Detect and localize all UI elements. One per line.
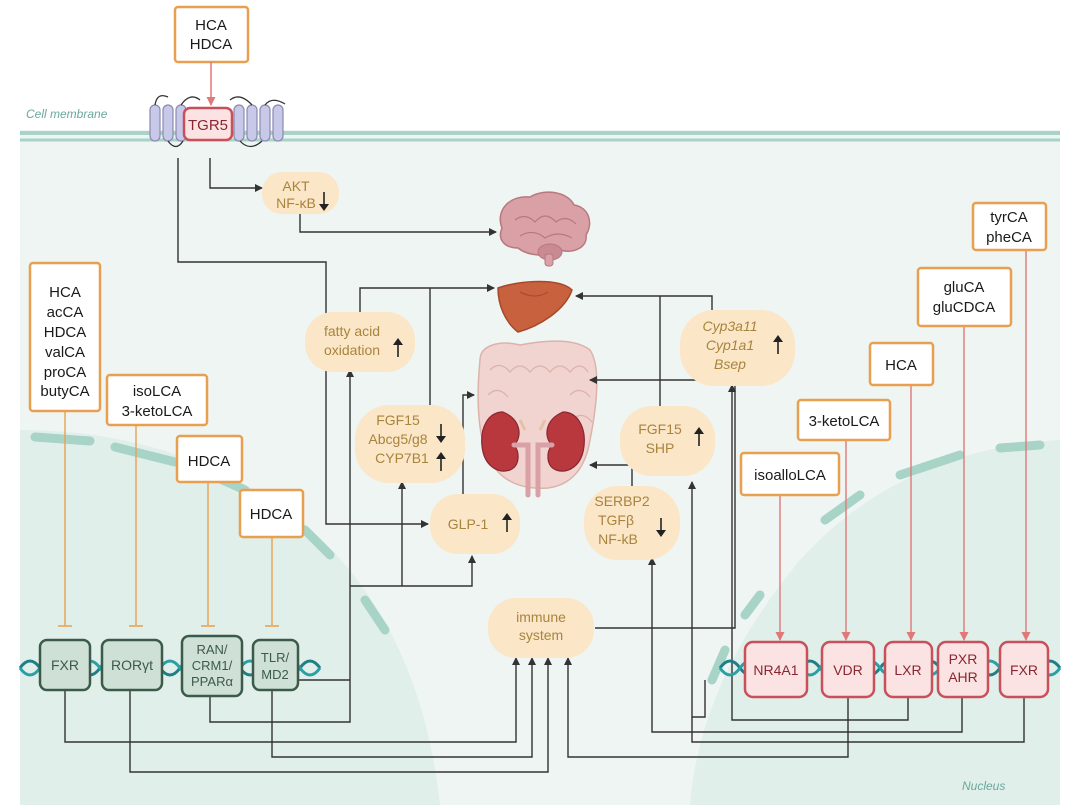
receptor-ran-label-1: RAN/: [196, 642, 227, 657]
ligand-box-rorgt: [105, 373, 209, 427]
ligand-fxr-left-6: butyCA: [40, 383, 89, 400]
effect-glp1-1: GLP-1: [448, 516, 489, 532]
receptor-tlr: [251, 638, 300, 692]
receptor-lxr-label: LXR: [894, 662, 921, 678]
tgr5-receptor: [182, 106, 234, 142]
effect-fatty-acid-2: oxidation: [324, 342, 380, 358]
receptor-lxr: [883, 640, 934, 699]
ligand-box-ran: [175, 434, 244, 484]
receptor-pxr-label-2: AHR: [948, 669, 978, 685]
effect-cyp-2: Cyp1a1: [706, 337, 754, 353]
ligand-fxr-left-2: acCA: [47, 304, 84, 321]
brain-icon: [499, 191, 591, 267]
inhibit-lines: [58, 410, 279, 627]
ligand-box-vdr: [796, 398, 892, 442]
ligand-vdr-1: 3-ketoLCA: [809, 413, 880, 430]
ligand-box-tlr: [238, 488, 305, 539]
receptor-ran-label-3: PPARα: [191, 674, 233, 689]
receptor-ran-label-2: CRM1/: [192, 658, 233, 673]
ligand-tgr5-1: HCA: [195, 17, 227, 34]
ligand-fxr-left-5: proCA: [44, 364, 87, 381]
ligand-box-lxr: [868, 341, 935, 387]
effect-fgf15-right-1: FGF15: [638, 421, 682, 437]
ligand-box-fxr-left: [28, 261, 102, 413]
receptor-vdr: [820, 640, 876, 699]
ligand-rorgt-2: 3-ketoLCA: [122, 403, 193, 420]
ligand-fxr-right-2: pheCA: [986, 229, 1032, 246]
receptor-fxr-left: [38, 638, 92, 692]
receptor-tlr-label-1: TLR/: [261, 650, 290, 665]
effect-akt-1: AKT: [282, 178, 310, 194]
ligand-fxr-left-3: HDCA: [44, 324, 87, 341]
ligand-pxr-1: gluCA: [944, 279, 985, 296]
tgr5-loops: [154, 94, 286, 148]
ligand-tgr5-2: HDCA: [190, 36, 233, 53]
effect-serbp2-1: SERBP2: [594, 493, 649, 509]
tgr5-label: TGR5: [188, 117, 228, 134]
ligand-nr4a1-1: isoalloLCA: [754, 467, 826, 484]
effect-cyp-3: Bsep: [714, 356, 746, 372]
up-arrow-icon: [436, 452, 446, 471]
receptor-vdr-label: VDR: [833, 662, 863, 678]
down-arrow-icon: [319, 192, 329, 211]
effect-immune-2: system: [519, 627, 563, 643]
receptor-pxr: [936, 640, 990, 699]
activate-arrows-right: [775, 250, 1031, 641]
liver-icon: [497, 280, 573, 333]
ligand-ran-1: HDCA: [188, 453, 231, 470]
ligand-pxr-2: gluCDCA: [933, 299, 996, 316]
up-arrow-icon: [694, 427, 704, 446]
ligand-fxr-right-1: tyrCA: [990, 209, 1028, 226]
effect-serbp2-2: TGFβ: [598, 512, 634, 528]
effect-serbp2-3: NF-kB: [598, 531, 638, 547]
receptor-rorgt: [100, 638, 164, 692]
ligand-tlr-1: HDCA: [250, 506, 293, 523]
pathway-lines: [64, 158, 1025, 773]
up-arrow-icon: [502, 513, 512, 532]
receptor-pxr-label-1: PXR: [949, 651, 978, 667]
effect-fgf15-left-1: FGF15: [376, 412, 420, 428]
down-arrow-icon: [656, 518, 666, 537]
ligand-box-fxr-right: [971, 201, 1048, 252]
kidney-icon: [481, 411, 585, 498]
receptor-ran: [180, 634, 244, 698]
receptor-rorgt-label: RORγt: [111, 657, 153, 673]
nuclear-pores-right: [707, 440, 1045, 685]
effect-immune-1: immune: [516, 609, 566, 625]
cell-membrane-label: Cell membrane: [26, 107, 108, 121]
nucleus-label: Nucleus: [962, 779, 1005, 793]
receptor-tlr-label-2: MD2: [261, 667, 288, 682]
ligand-fxr-left-1: HCA: [49, 284, 81, 301]
effect-akt-2: NF-κB: [276, 195, 316, 211]
ligand-box-tgr5: [173, 5, 250, 64]
receptor-nr4a1: [743, 640, 809, 699]
nucleus-envelope-left: [20, 430, 440, 805]
ligand-rorgt-1: isoLCA: [133, 383, 181, 400]
up-arrow-icon: [393, 338, 403, 357]
down-arrow-icon: [436, 424, 446, 443]
ligand-lxr-1: HCA: [885, 357, 917, 374]
ligand-fxr-left-4: valCA: [45, 344, 85, 361]
effect-cyp-1: Cyp3a11: [702, 318, 757, 334]
nucleus-envelope-right: [690, 440, 1060, 805]
ligand-box-pxr: [916, 266, 1013, 328]
receptor-fxr-right-label: FXR: [1010, 662, 1038, 678]
effect-fgf15-left-2: Abcg5/g8: [368, 431, 427, 447]
receptor-fxr-right: [998, 640, 1050, 699]
ligand-box-nr4a1: [739, 451, 841, 497]
up-arrow-icon: [773, 335, 783, 354]
effect-fgf15-left-3: CYP7B1: [375, 450, 429, 466]
receptor-fxr-left-label: FXR: [51, 657, 79, 673]
effect-fgf15-right-2: SHP: [646, 440, 675, 456]
effect-bubbles: [262, 172, 795, 658]
receptor-nr4a1-label: NR4A1: [753, 662, 798, 678]
effect-fatty-acid-1: fatty acid: [324, 323, 380, 339]
